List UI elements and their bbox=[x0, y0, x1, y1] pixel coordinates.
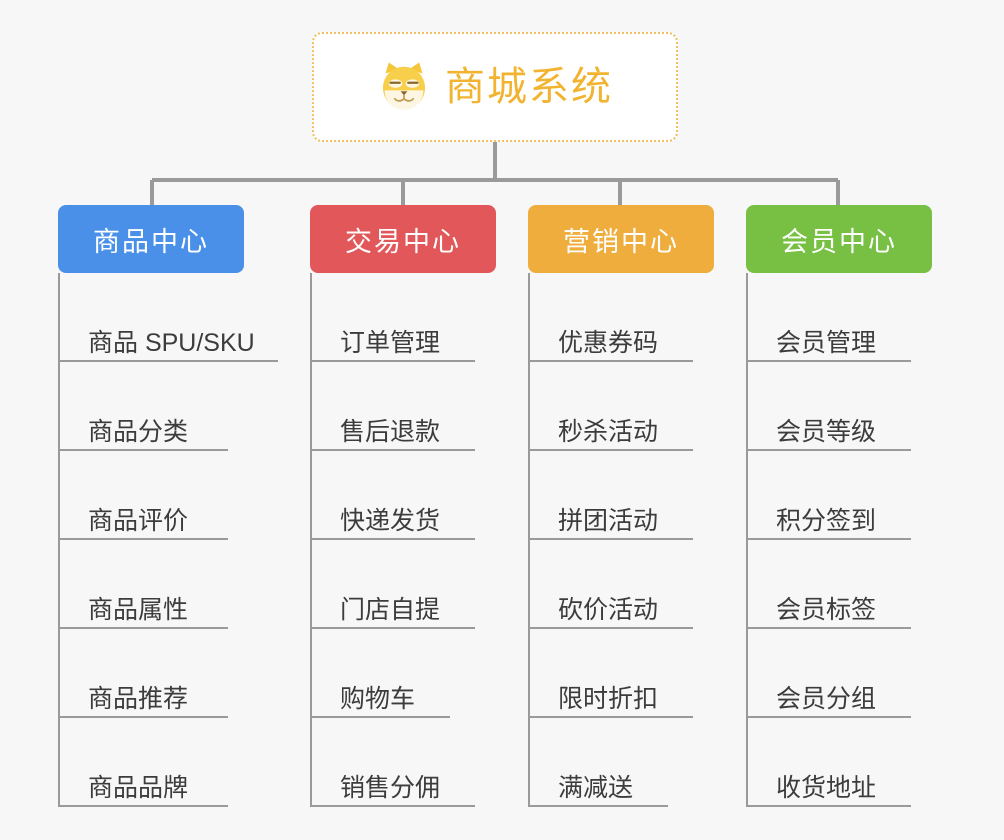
leaf-label: 会员分组 bbox=[776, 684, 877, 713]
leaf-label: 会员管理 bbox=[776, 328, 877, 357]
leaf-label: 商品评价 bbox=[88, 506, 189, 535]
leaf-item[interactable]: 订单管理 bbox=[310, 273, 475, 362]
leaf-item[interactable]: 商品评价 bbox=[58, 451, 228, 540]
leaf-item[interactable]: 会员等级 bbox=[746, 362, 911, 451]
leaf-label: 购物车 bbox=[340, 684, 416, 713]
leaf-item[interactable]: 会员标签 bbox=[746, 540, 911, 629]
leaf-label: 快递发货 bbox=[340, 506, 441, 535]
root-node[interactable]: 商城系统 bbox=[312, 32, 678, 142]
leaf-item[interactable]: 砍价活动 bbox=[528, 540, 693, 629]
leaf-label: 订单管理 bbox=[340, 328, 441, 357]
leaf-item[interactable]: 商品 SPU/SKU bbox=[58, 273, 278, 362]
leaf-item[interactable]: 积分签到 bbox=[746, 451, 911, 540]
leaf-item[interactable]: 商品推荐 bbox=[58, 629, 228, 718]
leaf-list-2: 订单管理 售后退款 快递发货 门店自提 购物车 销售分佣 bbox=[310, 273, 475, 807]
column-trunk-3 bbox=[528, 273, 530, 807]
leaf-item[interactable]: 限时折扣 bbox=[528, 629, 693, 718]
leaf-list-3: 优惠券码 秒杀活动 拼团活动 砍价活动 限时折扣 满减送 bbox=[528, 273, 693, 807]
column-trunk-2 bbox=[310, 273, 312, 807]
leaf-label: 门店自提 bbox=[340, 595, 441, 624]
leaf-label: 会员标签 bbox=[776, 595, 877, 624]
shiba-inu-face-icon bbox=[382, 62, 426, 110]
leaf-item[interactable]: 销售分佣 bbox=[310, 718, 475, 807]
leaf-label: 秒杀活动 bbox=[558, 417, 659, 446]
leaf-item[interactable]: 商品品牌 bbox=[58, 718, 228, 807]
leaf-label: 砍价活动 bbox=[558, 595, 659, 624]
leaf-list-1: 商品 SPU/SKU 商品分类 商品评价 商品属性 商品推荐 商品品牌 bbox=[58, 273, 278, 807]
category-header-1[interactable]: 商品中心 bbox=[58, 205, 244, 273]
leaf-item[interactable]: 商品分类 bbox=[58, 362, 228, 451]
leaf-item[interactable]: 优惠券码 bbox=[528, 273, 693, 362]
leaf-item[interactable]: 收货地址 bbox=[746, 718, 911, 807]
leaf-label: 会员等级 bbox=[776, 417, 877, 446]
leaf-label: 满减送 bbox=[558, 773, 634, 802]
column-trunk-4 bbox=[746, 273, 748, 807]
leaf-label: 商品推荐 bbox=[88, 684, 189, 713]
leaf-item[interactable]: 商品属性 bbox=[58, 540, 228, 629]
leaf-label: 拼团活动 bbox=[558, 506, 659, 535]
leaf-item[interactable]: 秒杀活动 bbox=[528, 362, 693, 451]
category-header-2[interactable]: 交易中心 bbox=[310, 205, 496, 273]
leaf-label: 售后退款 bbox=[340, 417, 441, 446]
category-header-4[interactable]: 会员中心 bbox=[746, 205, 932, 273]
leaf-label: 限时折扣 bbox=[558, 684, 659, 713]
leaf-label: 优惠券码 bbox=[558, 328, 659, 357]
column-trunk-1 bbox=[58, 273, 60, 807]
leaf-item[interactable]: 拼团活动 bbox=[528, 451, 693, 540]
category-label: 商品中心 bbox=[93, 226, 209, 257]
leaf-label: 商品品牌 bbox=[88, 773, 189, 802]
category-label: 会员中心 bbox=[781, 226, 897, 257]
leaf-item[interactable]: 购物车 bbox=[310, 629, 450, 718]
leaf-label: 收货地址 bbox=[776, 773, 877, 802]
leaf-label: 销售分佣 bbox=[340, 773, 441, 802]
leaf-label: 积分签到 bbox=[776, 506, 877, 535]
leaf-item[interactable]: 快递发货 bbox=[310, 451, 475, 540]
leaf-label: 商品分类 bbox=[88, 417, 189, 446]
leaf-item[interactable]: 会员管理 bbox=[746, 273, 911, 362]
category-label: 交易中心 bbox=[345, 226, 461, 257]
leaf-item[interactable]: 门店自提 bbox=[310, 540, 475, 629]
leaf-label: 商品属性 bbox=[88, 595, 189, 624]
category-label: 营销中心 bbox=[563, 226, 679, 257]
leaf-item[interactable]: 满减送 bbox=[528, 718, 668, 807]
category-header-3[interactable]: 营销中心 bbox=[528, 205, 714, 273]
leaf-label: 商品 SPU/SKU bbox=[88, 328, 255, 357]
leaf-list-4: 会员管理 会员等级 积分签到 会员标签 会员分组 收货地址 bbox=[746, 273, 911, 807]
root-title: 商城系统 bbox=[445, 65, 613, 109]
leaf-item[interactable]: 会员分组 bbox=[746, 629, 911, 718]
leaf-item[interactable]: 售后退款 bbox=[310, 362, 475, 451]
